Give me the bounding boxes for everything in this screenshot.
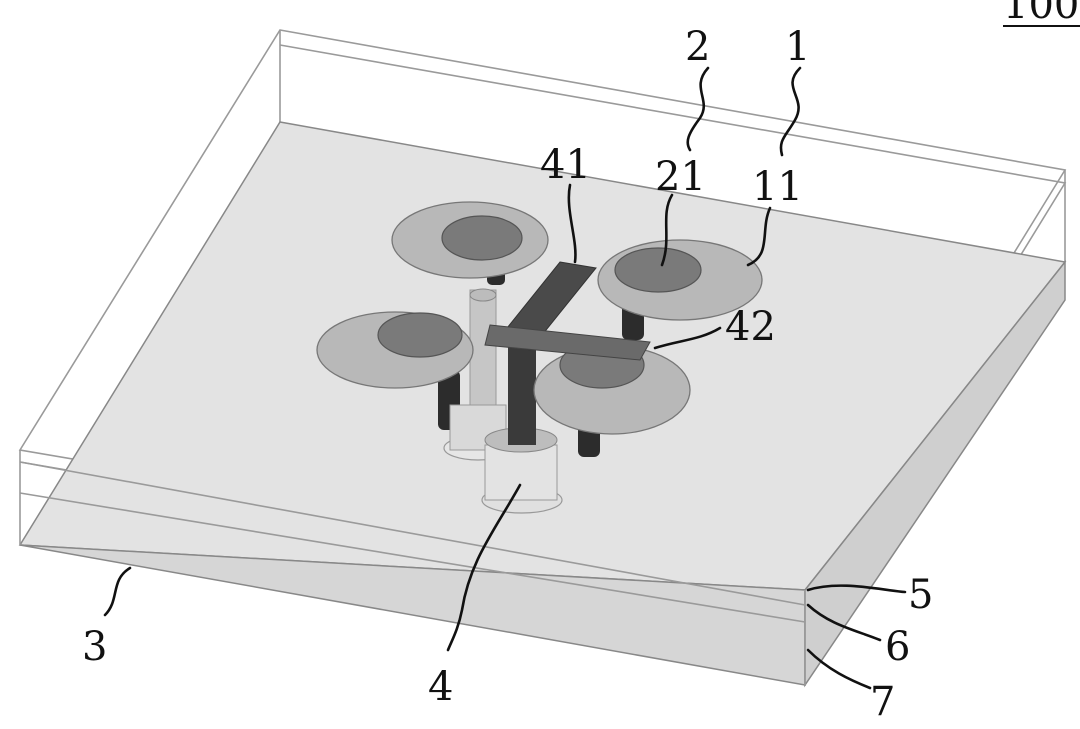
label-5: 5 <box>908 572 933 618</box>
leader-41 <box>567 183 577 264</box>
label-42: 42 <box>725 304 776 350</box>
label-4: 4 <box>428 664 453 710</box>
label-2: 2 <box>685 24 710 70</box>
reference-labels: 2 1 41 21 11 42 4 3 5 6 7 <box>82 24 933 725</box>
label-3: 3 <box>82 624 107 670</box>
label-11: 11 <box>752 164 803 210</box>
leader-6 <box>806 603 882 642</box>
leader-21 <box>660 193 674 267</box>
leader-7 <box>806 648 872 690</box>
label-41: 41 <box>540 142 591 188</box>
label-1: 1 <box>785 24 810 70</box>
leader-3 <box>103 566 132 617</box>
leader-2 <box>686 66 710 152</box>
substrate <box>18 121 1067 688</box>
leader-5 <box>806 584 907 594</box>
figure-number: 100 <box>1003 0 1079 28</box>
patch-top-left <box>391 201 549 279</box>
label-21: 21 <box>655 154 706 200</box>
leader-11 <box>746 206 772 267</box>
leader-42 <box>653 326 722 350</box>
patch-top-right <box>597 239 763 321</box>
feed-probe <box>443 288 563 514</box>
feed-strips <box>484 261 651 361</box>
leader-4 <box>446 483 522 652</box>
strip-42 <box>484 324 651 361</box>
label-6: 6 <box>885 624 910 670</box>
label-7: 7 <box>870 679 895 725</box>
leader-lines <box>103 66 907 690</box>
leader-1 <box>779 66 802 157</box>
patch-left <box>316 311 474 389</box>
